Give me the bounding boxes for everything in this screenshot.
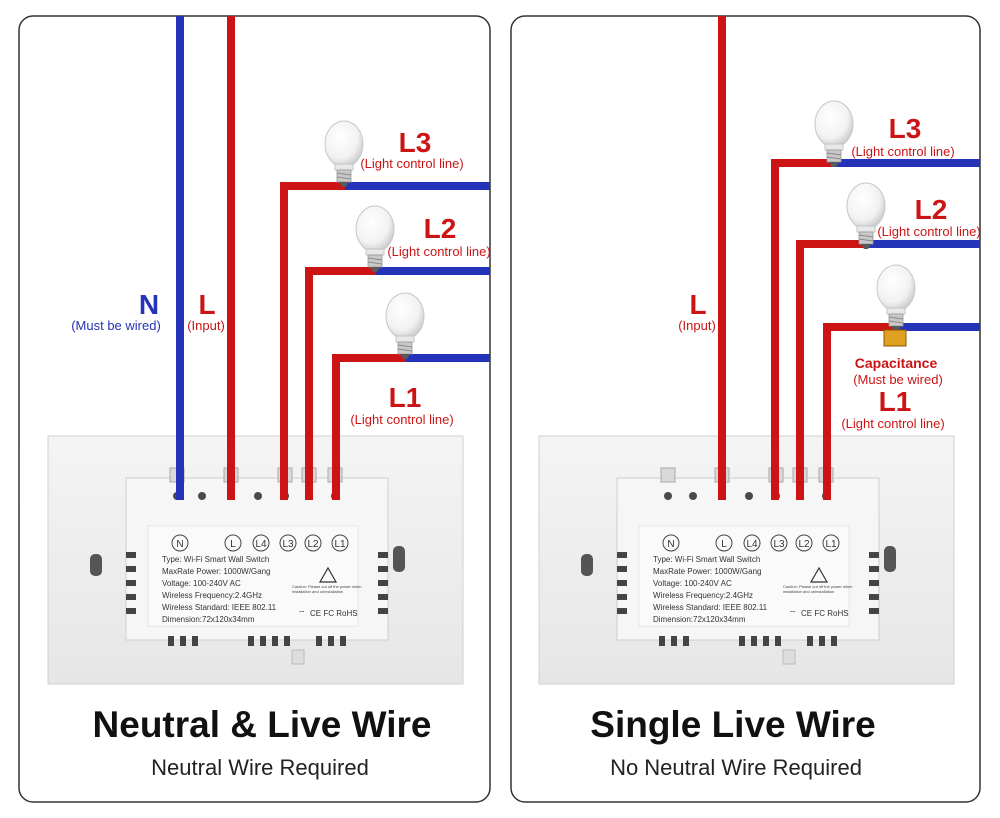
right-live-label: L: [689, 289, 706, 320]
caution-text: Caution: Please cut off the power when i…: [783, 584, 853, 594]
warning-icon: [809, 566, 829, 583]
terminal-l: L: [721, 539, 727, 550]
spec-frequency: Wireless Frequency:2.4GHz: [162, 591, 262, 600]
terminal-l4: L4: [746, 539, 758, 550]
right-l2-label: L2: [915, 194, 948, 225]
terminal-l: L: [230, 539, 236, 550]
left-l1-note: (Light control line): [350, 412, 453, 427]
left-switch-back: N L L4 L3 L2 L1 Type: Wi-Fi Smart Wall S…: [47, 435, 464, 685]
spec-max-power: MaxRate Power: 1000W/Gang: [653, 567, 762, 576]
terminal-l4: L4: [255, 539, 267, 550]
left-terminal-labels: N L L4 L3 L2 L1: [171, 534, 349, 552]
left-wires: [176, 16, 490, 500]
terminal-l1: L1: [825, 539, 837, 550]
spec-dimension: Dimension:72x120x34mm: [162, 615, 255, 624]
spec-standard: Wireless Standard: IEEE 802.11: [653, 603, 768, 612]
left-l2-wire: [305, 267, 376, 500]
right-title: Single Live Wire: [590, 704, 875, 745]
terminal-n: N: [667, 539, 674, 550]
spec-standard: Wireless Standard: IEEE 802.11: [162, 603, 277, 612]
right-l1-label: L1: [879, 386, 912, 417]
left-l3-note: (Light control line): [360, 156, 463, 171]
capacitor-icon: [883, 327, 907, 347]
left-l3-label: L3: [399, 127, 432, 158]
terminal-l3: L3: [282, 539, 294, 550]
left-l2-label: L2: [424, 213, 457, 244]
right-switch-back: N L L4 L3 L2 L1 Type: Wi-Fi Smart Wall S…: [538, 435, 955, 685]
right-l3-note: (Light control line): [851, 144, 954, 159]
left-l3-wire: [280, 182, 345, 500]
left-title: Neutral & Live Wire: [93, 704, 432, 745]
terminal-l2: L2: [307, 539, 319, 550]
right-live-note: (Input): [678, 318, 716, 333]
terminal-l2: L2: [798, 539, 810, 550]
left-l1-label: L1: [389, 382, 422, 413]
wifi-icon: ⌔: [298, 609, 306, 618]
cert-marks: CE FC RoHS: [310, 609, 358, 618]
spec-frequency: Wireless Frequency:2.4GHz: [653, 591, 753, 600]
spec-dimension: Dimension:72x120x34mm: [653, 615, 746, 624]
right-l2-note: (Light control line): [877, 224, 980, 239]
left-l2-note: (Light control line): [387, 244, 490, 259]
capacitance-label: Capacitance: [855, 355, 938, 371]
spec-voltage: Voltage: 100-240V AC: [162, 579, 241, 588]
right-subtitle: No Neutral Wire Required: [610, 755, 862, 780]
wifi-icon: ⌔: [789, 609, 797, 618]
left-l1-wire: [332, 354, 406, 500]
terminal-n: N: [176, 539, 183, 550]
terminal-l1: L1: [334, 539, 346, 550]
right-l1-note: (Light control line): [841, 416, 944, 431]
spec-voltage: Voltage: 100-240V AC: [653, 579, 732, 588]
spec-max-power: MaxRate Power: 1000W/Gang: [162, 567, 271, 576]
caution-text: Caution: Please cut off the power when i…: [292, 584, 362, 594]
right-l2-wire: [796, 240, 866, 500]
left-live-label: L: [198, 289, 215, 320]
right-l3-wire: [771, 159, 834, 500]
cert-marks: CE FC RoHS: [801, 609, 849, 618]
right-l3-label: L3: [889, 113, 922, 144]
capacitance-note: (Must be wired): [853, 372, 943, 387]
terminal-l3: L3: [773, 539, 785, 550]
spec-type: Type: Wi-Fi Smart Wall Switch: [653, 555, 760, 564]
right-wires: [718, 16, 980, 500]
spec-type: Type: Wi-Fi Smart Wall Switch: [162, 555, 269, 564]
left-subtitle: Neutral Wire Required: [151, 755, 369, 780]
right-l1-wire: [823, 323, 896, 500]
warning-icon: [318, 566, 338, 583]
left-live-note: (Input): [187, 318, 225, 333]
right-terminal-labels: N L L4 L3 L2 L1: [662, 534, 840, 552]
left-neutral-label: N: [139, 289, 159, 320]
left-neutral-note: (Must be wired): [71, 318, 161, 333]
